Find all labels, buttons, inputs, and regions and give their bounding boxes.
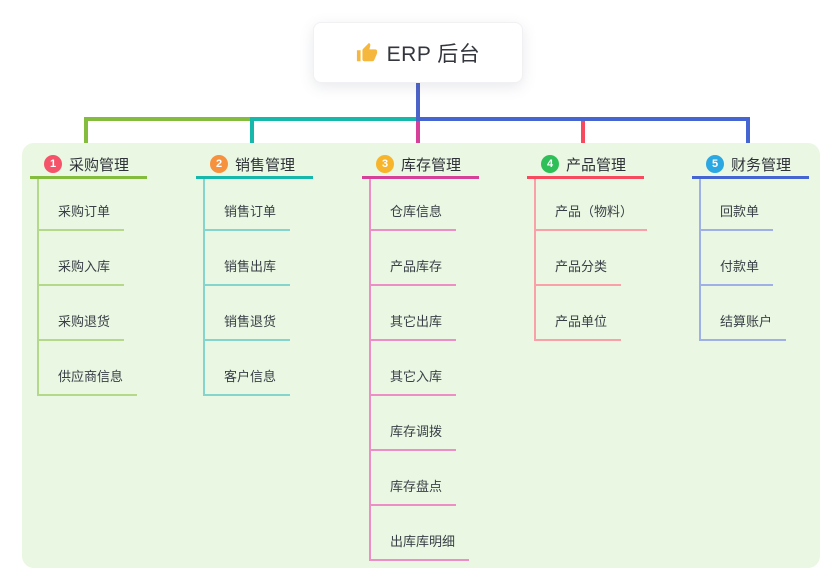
- child-node-3-1[interactable]: 仓库信息: [369, 202, 457, 231]
- child-node-3-4[interactable]: 其它入库: [369, 367, 457, 396]
- root-connector-line: [416, 83, 420, 121]
- connector-drop-line: [84, 121, 88, 143]
- branch-node-5[interactable]: 5 财务管理: [692, 152, 809, 179]
- child-node-4-3[interactable]: 产品单位: [534, 312, 622, 341]
- branch-node-2[interactable]: 2 销售管理: [196, 152, 313, 179]
- branch-title: 采购管理: [69, 156, 130, 174]
- child-node-2-2[interactable]: 销售出库: [203, 257, 291, 286]
- connector-bus-segment: [416, 117, 750, 121]
- child-node-3-7[interactable]: 出库库明细: [369, 532, 470, 561]
- branch-bracket-line: [699, 179, 701, 341]
- child-node-4-1[interactable]: 产品（物料）: [534, 202, 648, 231]
- child-node-3-5[interactable]: 库存调拨: [369, 422, 457, 451]
- connector-bus-segment: [84, 117, 250, 121]
- root-node-label: ERP 后台: [386, 42, 481, 66]
- branch-number-badge: 1: [44, 155, 62, 173]
- child-node-4-2[interactable]: 产品分类: [534, 257, 622, 286]
- branch-bracket-line: [203, 179, 205, 396]
- branch-bracket-line: [37, 179, 39, 396]
- connector-drop-line: [581, 121, 585, 143]
- child-node-1-2[interactable]: 采购入库: [37, 257, 125, 286]
- branch-title: 产品管理: [566, 156, 627, 174]
- child-node-3-6[interactable]: 库存盘点: [369, 477, 457, 506]
- child-node-5-1[interactable]: 回款单: [699, 202, 774, 231]
- branch-title: 销售管理: [235, 156, 296, 174]
- child-node-1-3[interactable]: 采购退货: [37, 312, 125, 341]
- branch-node-1[interactable]: 1 采购管理: [30, 152, 147, 179]
- child-node-3-2[interactable]: 产品库存: [369, 257, 457, 286]
- child-node-1-1[interactable]: 采购订单: [37, 202, 125, 231]
- branch-node-3[interactable]: 3 库存管理: [362, 152, 479, 179]
- branch-number-badge: 4: [541, 155, 559, 173]
- root-node[interactable]: ERP 后台: [313, 22, 523, 83]
- branch-node-4[interactable]: 4 产品管理: [527, 152, 644, 179]
- child-node-5-2[interactable]: 付款单: [699, 257, 774, 286]
- connector-drop-line: [746, 121, 750, 143]
- branch-title: 财务管理: [731, 156, 792, 174]
- branch-bracket-line: [369, 179, 371, 561]
- branches-panel: [22, 143, 820, 568]
- branch-number-badge: 2: [210, 155, 228, 173]
- child-node-5-3[interactable]: 结算账户: [699, 312, 787, 341]
- child-node-2-3[interactable]: 销售退货: [203, 312, 291, 341]
- child-node-2-1[interactable]: 销售订单: [203, 202, 291, 231]
- connector-bus-segment: [250, 117, 416, 121]
- connector-drop-line: [416, 121, 420, 143]
- branch-number-badge: 5: [706, 155, 724, 173]
- child-node-2-4[interactable]: 客户信息: [203, 367, 291, 396]
- thumbs-up-icon: [356, 42, 378, 64]
- connector-drop-line: [250, 121, 254, 143]
- child-node-3-3[interactable]: 其它出库: [369, 312, 457, 341]
- branch-bracket-line: [534, 179, 536, 341]
- child-node-1-4[interactable]: 供应商信息: [37, 367, 138, 396]
- branch-title: 库存管理: [401, 156, 462, 174]
- branch-number-badge: 3: [376, 155, 394, 173]
